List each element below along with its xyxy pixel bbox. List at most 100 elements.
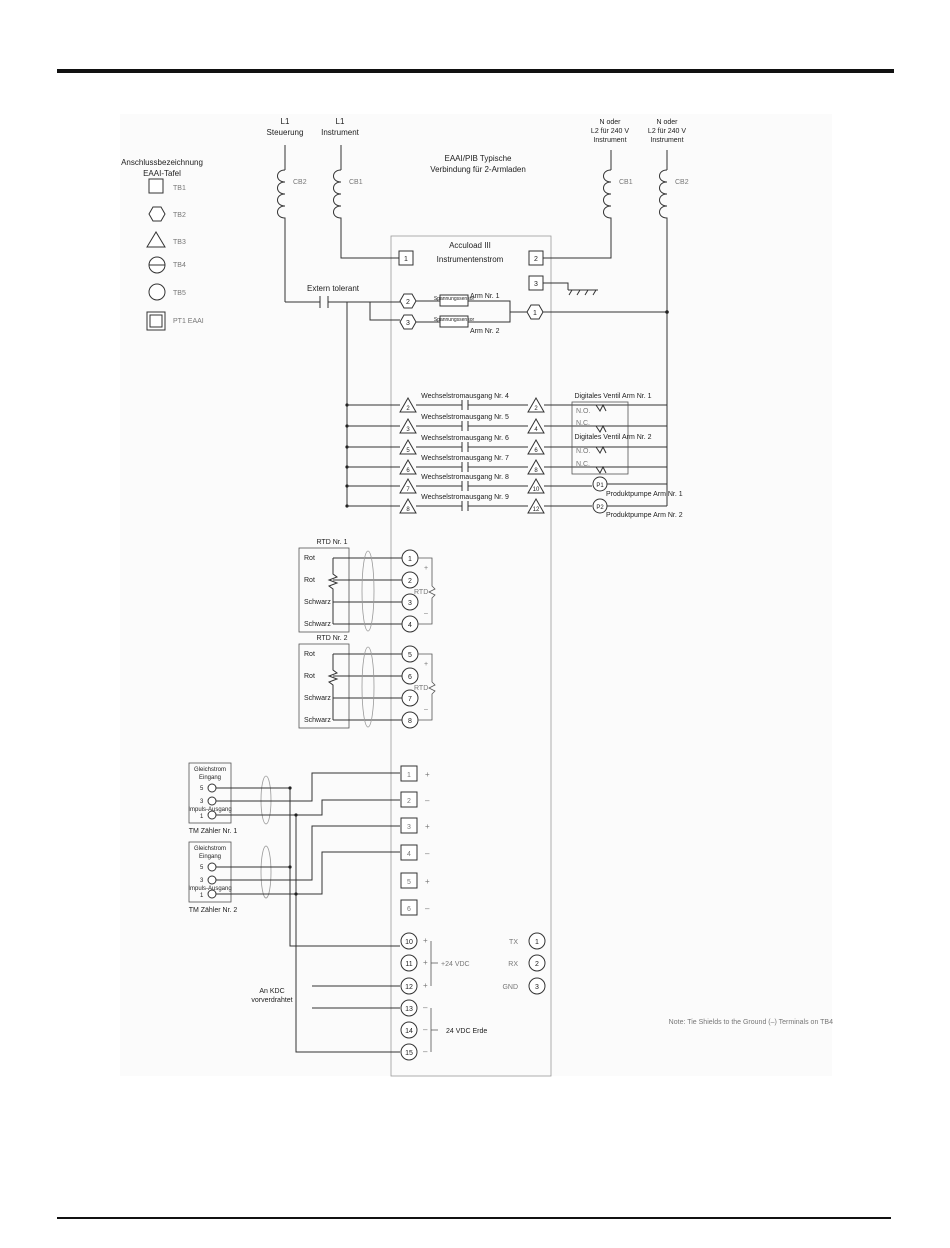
meter-1-pin-1: 1 xyxy=(200,814,204,820)
comm-gnd-terminal xyxy=(528,977,546,995)
sensor-return xyxy=(468,300,527,323)
diagram-title-1: EAAI/PIB Typische xyxy=(445,154,513,163)
ac-row-5-right-terminal xyxy=(527,477,545,494)
supply-l1-control-2: Steuerung xyxy=(267,128,304,137)
ac-row-5: 7 10 Wechselstromausgang Nr. 8 xyxy=(345,474,592,494)
rtd-2-label: RTD xyxy=(414,685,428,692)
pulse-terminal-6-num: 6 xyxy=(407,906,411,913)
device-name: Accuload III xyxy=(449,241,491,250)
cb1-left-label: CB1 xyxy=(349,179,363,186)
kdc-label-2: vorverdrahtet xyxy=(251,997,292,1004)
meter-1-name: TM Zähler Nr. 1 xyxy=(189,828,238,835)
extern-tolerant-label: Extern tolerant xyxy=(307,284,360,293)
rtd-1-wire-2: Rot xyxy=(304,577,315,584)
wire-l1-instrument xyxy=(340,145,399,259)
rtd-1-group: RTD Nr. 1 Rot Rot Schwarz Schwarz 1 2 3 … xyxy=(298,539,436,633)
rtd-1-terminal-3 xyxy=(401,593,419,611)
dc-terminal-13-num: 13 xyxy=(405,1006,413,1013)
pump-p1-tag: P1 xyxy=(596,483,604,489)
legend-square-icon xyxy=(148,178,164,194)
meter-1-pulse-plus-wire xyxy=(216,772,400,802)
rtd-2-internal xyxy=(418,653,436,721)
legend-tb3: TB3 xyxy=(173,239,186,246)
meter-2-pin-1: 1 xyxy=(200,893,204,899)
ac-row-3-left-num: 5 xyxy=(406,448,410,454)
sensor-terminal-3-num: 3 xyxy=(406,320,410,327)
ac-row-5-contact xyxy=(461,481,469,491)
dc-terminal-11-sign: + xyxy=(423,958,428,967)
meter-1-group: Gleichstrom Eingang 5 3 1 Impuls-Ausgang… xyxy=(188,762,272,835)
meter-2-pulse-minus-wire xyxy=(216,851,400,895)
ac-row-6-left-num: 8 xyxy=(406,507,410,513)
rtd-2-box xyxy=(298,643,350,729)
ac-row-6-right-terminal xyxy=(527,497,545,514)
supply-n-1c: Instrument xyxy=(593,137,626,144)
ac-row-4-right-num: 8 xyxy=(534,468,538,474)
coil-cb2-right xyxy=(659,169,668,225)
ac-row-6-right-num: 12 xyxy=(533,507,540,513)
meter-1-pulse-minus-wire xyxy=(216,799,400,1053)
dc-terminal-15 xyxy=(400,1043,418,1061)
rtd-1-shield xyxy=(361,550,375,632)
rtd-1-terminal-2-num: 2 xyxy=(408,578,412,585)
rtd-2-wire-3: Schwarz xyxy=(304,695,331,702)
dc-terminal-10 xyxy=(400,932,418,950)
dc-terminal-10-sign: + xyxy=(423,936,428,945)
rtd-2-terminal-5-num: 5 xyxy=(408,652,412,659)
meter-2-shield xyxy=(260,845,272,899)
ac-row-5-left-num: 7 xyxy=(406,487,410,493)
meter-2-pulse: Impuls-Ausgang xyxy=(188,886,231,892)
shield-note: Note: Tie Shields to the Ground (–) Term… xyxy=(669,1019,833,1026)
ac-row-5-left-terminal xyxy=(399,477,417,494)
supply-l1-instr-2: Instrument xyxy=(321,128,360,137)
rtd-2-wires xyxy=(327,653,402,721)
legend-pt1: PT1 EAAI xyxy=(173,318,204,325)
supply-n-2a: N oder xyxy=(656,119,678,126)
ac-row-4-label: Wechselstromausgang Nr. 7 xyxy=(421,455,509,462)
pulse-terminal-4-num: 4 xyxy=(407,851,411,858)
diagram-title-2: Verbindung für 2-Armladen xyxy=(430,165,526,174)
dc-terminal-15-sign: – xyxy=(423,1047,428,1056)
rtd-2-group: RTD Nr. 2 Rot Rot Schwarz Schwarz 5 6 7 … xyxy=(298,635,436,729)
supply-n-2c: Instrument xyxy=(650,137,683,144)
valve-arm2-label: Digitales Ventil Arm Nr. 2 xyxy=(574,434,651,441)
comm-tx-label: TX xyxy=(509,939,518,946)
dc-terminal-11 xyxy=(400,954,418,972)
comm-tx-num: 1 xyxy=(535,939,539,946)
sensor-terminal-2-num: 2 xyxy=(406,299,410,306)
valve-arm1-label: Digitales Ventil Arm Nr. 1 xyxy=(574,393,651,400)
chassis-ground-icon xyxy=(543,282,598,296)
ac-row-5-right-num: 10 xyxy=(533,487,540,493)
dc-terminals: 10 + 11 + 12 + 13 – 14 – 15 – +24 VDC 24… xyxy=(400,932,487,1061)
ac-row-4-right-terminal xyxy=(527,458,545,475)
pulse-terminal-3-num: 3 xyxy=(407,824,411,831)
rtd-2-terminal-8-num: 8 xyxy=(408,718,412,725)
tb1-terminal-2 xyxy=(528,250,544,266)
rtd-2-terminal-6 xyxy=(401,667,419,685)
ac-row-4-contact xyxy=(461,462,469,472)
dc-terminal-12 xyxy=(400,977,418,995)
meter-2-pin-5: 5 xyxy=(200,865,204,871)
dc-terminal-14 xyxy=(400,1021,418,1039)
ac-row-6: 8 12 Wechselstromausgang Nr. 9 xyxy=(345,494,592,514)
pulse-terminal-6 xyxy=(400,899,418,916)
pulse-terminal-2 xyxy=(400,791,418,808)
ac-row-2-label: Wechselstromausgang Nr. 5 xyxy=(421,414,509,421)
arm-1-label: Arm Nr. 1 xyxy=(470,293,500,300)
comm-gnd-label: GND xyxy=(502,984,518,991)
common-bus xyxy=(346,302,400,506)
comm-rx-label: RX xyxy=(508,961,518,968)
junction-dot xyxy=(665,310,669,314)
legend-tb1: TB1 xyxy=(173,185,186,192)
pump-wires xyxy=(607,483,667,507)
sensor-terminal-1-num: 1 xyxy=(533,310,537,317)
legend-tb5: TB5 xyxy=(173,290,186,297)
ac-row-2-left-terminal xyxy=(399,417,417,434)
legend-circle-icon xyxy=(148,283,166,301)
ac-row-2: 3 4 Wechselstromausgang Nr. 5 xyxy=(345,414,667,434)
meter-1-shield xyxy=(260,775,272,825)
rtd-2-wire-2: Rot xyxy=(304,673,315,680)
legend-hexagon-icon xyxy=(148,206,166,222)
dc-brackets xyxy=(430,941,438,1052)
valve-no-2: N.O. xyxy=(576,448,590,455)
